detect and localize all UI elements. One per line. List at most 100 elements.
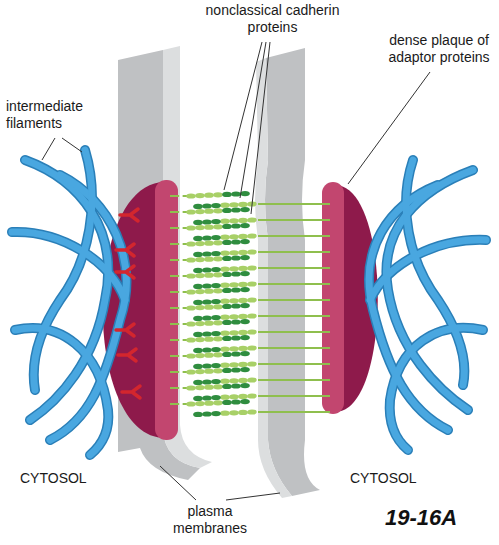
cadherin-domain xyxy=(229,298,239,303)
membrane-anchor xyxy=(179,386,183,390)
cadherin-domain xyxy=(247,329,257,334)
cadherin-domain xyxy=(238,314,248,319)
cadherin-domain xyxy=(229,234,239,239)
cadherin-domain xyxy=(222,320,232,325)
cadherin-domain xyxy=(186,321,196,326)
cadherin-domain xyxy=(240,319,250,324)
cadherin-domain xyxy=(238,298,248,303)
cadherin-stalk xyxy=(170,227,188,229)
intermediate-filaments xyxy=(12,150,126,455)
cadherin-domain xyxy=(211,411,221,416)
cadherin-domain xyxy=(220,395,230,400)
cadherin-domain xyxy=(240,191,250,196)
cadherin-domain xyxy=(247,233,257,238)
cadherin-domain xyxy=(231,335,241,340)
linker xyxy=(120,209,138,221)
cadherin-domain xyxy=(231,287,241,292)
cadherin-domain xyxy=(195,193,205,198)
cadherin-domain xyxy=(186,273,196,278)
cadherin-domain xyxy=(238,410,248,415)
cadherin-domain xyxy=(193,316,203,321)
cadherin-domain xyxy=(238,266,248,271)
cadherin-domain xyxy=(202,411,212,416)
membrane-anchor xyxy=(179,402,183,406)
cadherin-domain xyxy=(240,207,250,212)
membrane-anchor xyxy=(179,274,183,278)
cadherin-domain xyxy=(186,369,196,374)
cadherin-domain xyxy=(186,241,196,246)
cadherin-stalk xyxy=(258,315,330,317)
cadherin-stalk xyxy=(258,379,330,381)
cadherin-domain xyxy=(240,223,250,228)
filament-fill xyxy=(12,150,126,455)
leader-line xyxy=(240,42,266,198)
cadherin-domain xyxy=(231,255,241,260)
cadherin-domain xyxy=(193,412,203,417)
cadherin-domain xyxy=(222,304,232,309)
cadherin-domain xyxy=(240,239,250,244)
cadherin-stalk xyxy=(170,211,188,213)
cadherin-domain xyxy=(204,209,214,214)
cadherin-domain xyxy=(186,337,196,342)
cadherin-domain xyxy=(213,272,223,277)
cadherin-domain xyxy=(193,364,203,369)
leader-line xyxy=(160,466,196,500)
cadherin-domain xyxy=(211,219,221,224)
cadherin-domain xyxy=(229,250,239,255)
cadherin-domain xyxy=(213,336,223,341)
cadherin-domain xyxy=(220,411,230,416)
cadherin-domain xyxy=(186,193,196,198)
cadherin-domain xyxy=(238,202,248,207)
cadherin-domain xyxy=(222,192,232,197)
cadherin-domain xyxy=(193,348,203,353)
cadherin-domain xyxy=(213,240,223,245)
linker xyxy=(116,266,134,278)
cadherin-domain xyxy=(238,346,248,351)
membrane-anchor xyxy=(179,290,183,294)
membrane-anchor xyxy=(179,370,183,374)
cadherin-domain xyxy=(193,332,203,337)
cadherin-domain xyxy=(229,394,239,399)
cadherin-domain xyxy=(220,235,230,240)
cadherin-stalk xyxy=(170,307,188,309)
cadherin-domain xyxy=(220,267,230,272)
cadherin-domain xyxy=(222,256,232,261)
linker-proteins xyxy=(116,209,140,398)
cadherin-domain xyxy=(186,385,196,390)
cadherin-domain xyxy=(193,300,203,305)
cadherin-domain xyxy=(195,273,205,278)
cadherin-pair xyxy=(170,207,330,225)
cadherin-domain xyxy=(211,331,221,336)
plaque-rim xyxy=(155,180,178,440)
cadherin-domain xyxy=(231,271,241,276)
cadherin-domain xyxy=(204,385,214,390)
cadherin-domain xyxy=(247,345,257,350)
cadherin-pair xyxy=(170,383,330,401)
cadherin-domain xyxy=(220,299,230,304)
cadherin-domain xyxy=(220,203,230,208)
cadherin-domain xyxy=(238,218,248,223)
cadherin-domain xyxy=(220,363,230,368)
cadherin-stalk xyxy=(258,363,330,365)
cadherin-domain xyxy=(211,315,221,320)
cadherin-domain xyxy=(213,400,223,405)
cadherin-domain xyxy=(195,225,205,230)
cytosol-label: CYTOSOL xyxy=(350,470,417,487)
cadherin-domain xyxy=(211,299,221,304)
cadherin-stalk xyxy=(170,403,188,405)
cadherin-domain xyxy=(222,208,232,213)
leader-line xyxy=(251,42,270,214)
plaque-label: dense plaque of adaptor proteins xyxy=(382,32,496,66)
leader-line xyxy=(226,493,280,500)
cadherin-domain xyxy=(204,321,214,326)
cadherin-domain xyxy=(231,223,241,228)
linker xyxy=(118,349,136,361)
cadherin-domain xyxy=(202,395,212,400)
cadherin-domain xyxy=(204,369,214,374)
cadherin-domain xyxy=(222,336,232,341)
cadherin-domain xyxy=(247,297,257,302)
cadherin-domain xyxy=(195,385,205,390)
cadherin-domain xyxy=(202,299,212,304)
cadherin-domain xyxy=(220,347,230,352)
cadherin-domain xyxy=(213,208,223,213)
